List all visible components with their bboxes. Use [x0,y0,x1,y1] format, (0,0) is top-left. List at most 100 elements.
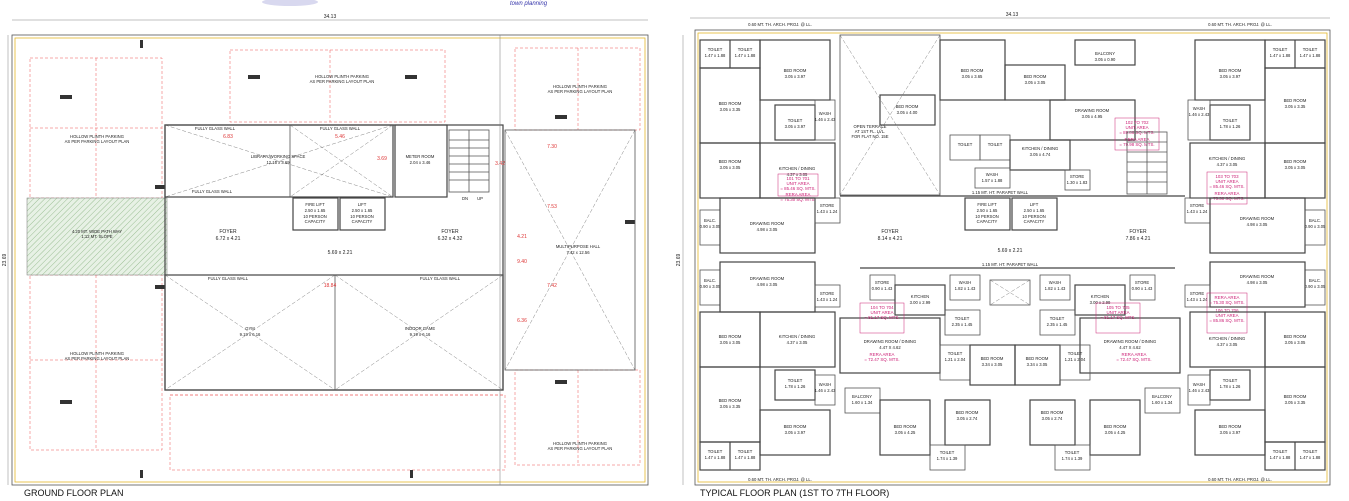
svg-text:1.47 x 1.88: 1.47 x 1.88 [735,455,756,460]
svg-text:3.05 x 2.74: 3.05 x 2.74 [957,416,978,421]
svg-text:DN: DN [462,196,468,201]
svg-text:TOILET: TOILET [1223,118,1238,123]
svg-text:0.60 MT. TH. ARCH. PROJ. @ LL.: 0.60 MT. TH. ARCH. PROJ. @ LL. [1208,22,1272,27]
svg-text:CAPACITY: CAPACITY [977,219,998,224]
svg-text:3.05 x 3.05: 3.05 x 3.05 [1285,340,1306,345]
gf-glass-wall-5: FULLY GLASS WALL [420,276,461,281]
svg-text:KITCHEN / DINING: KITCHEN / DINING [1209,156,1246,161]
svg-text:4.37 x 3.05: 4.37 x 3.05 [787,172,808,177]
svg-text:1.15 MT. HT. PARAPET WALL: 1.15 MT. HT. PARAPET WALL [972,190,1029,195]
svg-text:7.30: 7.30 [547,144,557,150]
svg-text:3.05 x 3.35: 3.05 x 3.35 [1285,104,1306,109]
svg-text:3.05 x 3.05: 3.05 x 3.05 [1025,80,1046,85]
svg-text:FOYER: FOYER [1129,229,1147,235]
gf-columns [60,40,635,478]
top-stamp: town planning [262,0,548,7]
svg-text:1.46 x 2.43: 1.46 x 2.43 [1189,112,1210,117]
gf-pathway [26,197,168,276]
svg-text:4.37 x 3.05: 4.37 x 3.05 [1217,342,1238,347]
svg-text:1.47 x 1.88: 1.47 x 1.88 [1270,53,1291,58]
svg-text:BALCONY: BALCONY [1152,394,1172,399]
tf-dimension-side: 23.69 [676,254,682,267]
svg-text:1.60 x 1.34: 1.60 x 1.34 [1152,400,1173,405]
svg-text:TOILET: TOILET [1303,449,1318,454]
svg-text:= 85.46 SQ. MTS.: = 85.46 SQ. MTS. [780,186,815,191]
svg-text:BED ROOM: BED ROOM [981,356,1004,361]
svg-text:1.78 x 1.26: 1.78 x 1.26 [1220,124,1241,129]
svg-text:= 72.47 SQ. MTS.: = 72.47 SQ. MTS. [1116,357,1151,362]
svg-text:BALCONY: BALCONY [1095,51,1115,56]
svg-text:5.46: 5.46 [335,134,345,140]
svg-text:1.57 x 1.88: 1.57 x 1.88 [982,178,1003,183]
svg-text:BALC.: BALC. [1309,218,1321,223]
svg-text:2.50 x 1.65: 2.50 x 1.65 [977,208,998,213]
svg-text:LIFT: LIFT [1030,202,1039,207]
svg-text:TOILET: TOILET [788,118,803,123]
svg-text:1.47 x 1.88: 1.47 x 1.88 [705,53,726,58]
svg-text:TOILET: TOILET [955,316,970,321]
svg-text:WASH: WASH [1193,106,1205,111]
svg-text:UNIT AREA: UNIT AREA [1125,125,1148,130]
svg-text:TOILET: TOILET [1065,450,1080,455]
svg-text:BED ROOM: BED ROOM [961,68,984,73]
gf-foyer-right: FOYER [441,229,459,235]
svg-text:STORE: STORE [820,291,835,296]
gf-foyer-left: FOYER [219,229,237,235]
gf-gym-dim: 9.19 x 6.16 [240,332,261,337]
svg-text:4.98 x 3.05: 4.98 x 3.05 [757,227,778,232]
svg-text:WASH: WASH [1193,382,1205,387]
svg-text:DRAWING ROOM: DRAWING ROOM [1240,216,1275,221]
svg-text:9.40: 9.40 [517,259,527,265]
svg-text:105 TO 705: 105 TO 705 [1106,305,1130,310]
svg-text:3.05 x 3.97: 3.05 x 3.97 [1220,74,1241,79]
svg-text:CAPACITY: CAPACITY [1024,219,1045,224]
svg-text:= 75.30 SQ. MTS.: = 75.30 SQ. MTS. [1209,300,1244,305]
tf-projection-notes: 0.60 MT. TH. ARCH. PROJ. @ LL. 0.60 MT. … [748,22,1272,482]
svg-text:0.90 x 1.43: 0.90 x 1.43 [1132,286,1153,291]
svg-text:10 PERSON: 10 PERSON [1022,214,1046,219]
svg-text:BED ROOM: BED ROOM [1284,159,1307,164]
svg-text:3.34 x 3.05: 3.34 x 3.05 [982,362,1003,367]
svg-text:KITCHEN: KITCHEN [911,294,929,299]
svg-text:3.00 x 2.99: 3.00 x 2.99 [1090,300,1111,305]
svg-text:0.60 MT. TH. ARCH. PROJ. @ LL.: 0.60 MT. TH. ARCH. PROJ. @ LL. [1208,477,1272,482]
svg-text:STORE: STORE [875,280,890,285]
svg-text:DRAWING ROOM: DRAWING ROOM [750,221,785,226]
svg-text:TOILET: TOILET [788,378,803,383]
svg-text:6.83: 6.83 [223,134,233,140]
gf-multipurpose-dim: 7.42 x 12.56 [566,250,590,255]
svg-text:KITCHEN / DINING: KITCHEN / DINING [779,334,816,339]
svg-text:DRAWING ROOM: DRAWING ROOM [1240,274,1275,279]
svg-text:3.05 x 3.35: 3.05 x 3.35 [720,107,741,112]
svg-text:3.05 x 3.05: 3.05 x 3.05 [720,340,741,345]
svg-text:FOYER: FOYER [881,229,899,235]
gf-meter-dim: 2.04 x 3.46 [410,160,431,165]
svg-text:BED ROOM: BED ROOM [894,424,917,429]
svg-text:4.37 x 3.05: 4.37 x 3.05 [787,340,808,345]
svg-text:2.35 x 1.45: 2.35 x 1.45 [952,322,973,327]
gf-lower-block [164,274,504,391]
gf-lift-dim: 2.50 x 1.65 [352,208,373,213]
gf-dimension-side: 23.69 [2,254,8,267]
svg-text:3.00 x 2.99: 3.00 x 2.99 [910,300,931,305]
svg-text:3.05 x 4.74: 3.05 x 4.74 [1030,152,1051,157]
gf-glass-wall-4: FULLY GLASS WALL [208,276,249,281]
svg-text:8.14 x 4.21: 8.14 x 4.21 [878,236,903,242]
svg-text:3.05 x 4.25: 3.05 x 4.25 [1105,430,1126,435]
tf-boundary [694,29,1331,486]
svg-text:1.15 MT. HT. PARAPET WALL: 1.15 MT. HT. PARAPET WALL [982,262,1039,267]
svg-text:3.69: 3.69 [377,156,387,162]
svg-text:UNIT AREA: UNIT AREA [786,181,809,186]
svg-text:104 TO 704: 104 TO 704 [870,305,894,310]
svg-text:BED ROOM: BED ROOM [719,101,742,106]
gf-library-dim: 12.15 x 3.69 [266,160,290,165]
svg-text:STORE: STORE [1135,280,1150,285]
svg-text:4.37 x 3.05: 4.37 x 3.05 [1217,162,1238,167]
svg-text:1.47 x 1.88: 1.47 x 1.88 [1300,455,1321,460]
svg-text:1.21 x 2.04: 1.21 x 2.04 [1065,357,1086,362]
gf-glass-wall-1: FULLY GLASS WALL [195,126,236,131]
town-stamp-text: town planning [510,1,548,7]
